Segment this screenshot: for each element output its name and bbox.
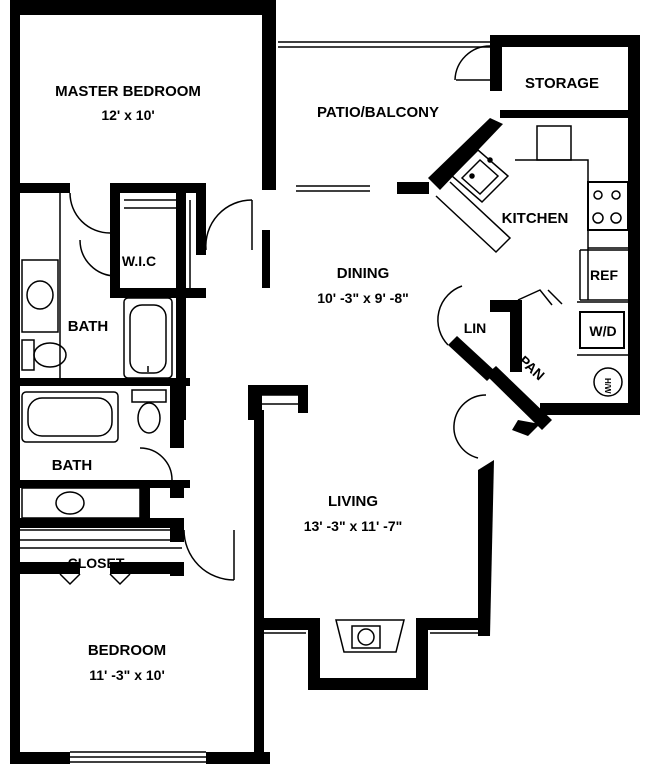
bedroom-label: BEDROOM (88, 642, 166, 659)
master-bath-label: BATH (68, 318, 109, 335)
wic-label: W.I.C (122, 253, 156, 269)
master-bedroom-label: MASTER BEDROOM (55, 83, 201, 100)
door-swings (69, 45, 563, 581)
hall-bathtub-icon (21, 391, 119, 443)
hall-sink-icon (21, 487, 141, 519)
dining-dims: 10' -3" x 9' -8" (317, 290, 409, 306)
master-bathtub-icon (123, 297, 173, 379)
washer-dryer-icon (579, 311, 625, 349)
patio-label: PATIO/BALCONY (317, 104, 439, 121)
storage-label: STORAGE (525, 75, 599, 92)
master-sink-icon (21, 259, 59, 333)
closet-label: CLOSET (68, 555, 125, 571)
water-heater-icon (593, 367, 623, 397)
living-dims: 13' -3" x 11' -7" (304, 518, 403, 534)
kitchen-label: KITCHEN (502, 210, 569, 227)
living-label: LIVING (328, 493, 378, 510)
labels: MASTER BEDROOM 12' x 10' PATIO/BALCONY S… (52, 75, 619, 683)
water-heater-label: H/W (603, 378, 612, 394)
lin-label: LIN (464, 320, 487, 336)
wd-label: W/D (589, 323, 616, 339)
bedroom-dims: 11' -3" x 10' (89, 667, 165, 683)
hall-toilet-icon (131, 389, 167, 434)
fireplace-icon (335, 619, 405, 653)
stove-icon (587, 181, 629, 231)
closet-doors (59, 573, 131, 586)
walls (10, 0, 640, 764)
master-bedroom-dims: 12' x 10' (101, 107, 154, 123)
master-toilet-icon (21, 339, 67, 371)
hall-bath-label: BATH (52, 457, 93, 474)
fixtures (21, 125, 629, 653)
thin-lines (20, 41, 628, 763)
dining-label: DINING (337, 265, 390, 282)
kitchen-sink-icon (450, 148, 510, 204)
ref-label: REF (590, 267, 618, 283)
dishwasher-icon (536, 125, 572, 161)
